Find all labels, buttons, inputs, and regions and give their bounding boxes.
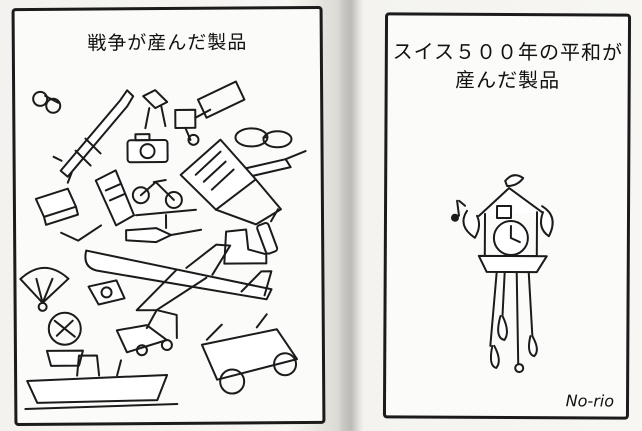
pendulum-chain-icon: [489, 270, 538, 374]
laptop-icon: [179, 138, 282, 226]
goggles-icon: [234, 127, 293, 149]
camera-icon: [126, 133, 169, 164]
radar-icon: [45, 311, 84, 367]
bird-icon: [504, 174, 525, 188]
helicopter-icon: [125, 208, 203, 244]
cuckoo-clock-icon: [462, 187, 554, 274]
bulldozer-icon: [115, 309, 178, 357]
rocket-icon: [52, 89, 135, 184]
box-icon: [34, 187, 79, 226]
ship-icon: [24, 354, 179, 411]
binoculars-icon: [32, 90, 62, 114]
right-panel: スイス５００年の平和が 産んだ製品: [382, 12, 632, 420]
motorcycle-icon: [131, 179, 183, 209]
war-products-illustration: [19, 80, 307, 411]
boot-icon: [223, 228, 268, 265]
telephone-icon: [87, 279, 126, 306]
book-gutter: [338, 0, 364, 431]
parachute-icon: [19, 266, 70, 312]
dynamite-icon: [256, 208, 279, 255]
signature: No-rio: [565, 391, 615, 411]
cuckoo-clock-illustration: [450, 174, 554, 374]
mobile-phone-icon: [60, 169, 135, 242]
lamp-icon: [142, 89, 169, 130]
left-panel: 戦争が産んだ製品: [11, 5, 326, 427]
music-note-icon: [450, 199, 467, 222]
satellite-icon: [174, 80, 246, 146]
jeep-icon: [200, 313, 299, 395]
airplane-icon: [84, 243, 273, 312]
